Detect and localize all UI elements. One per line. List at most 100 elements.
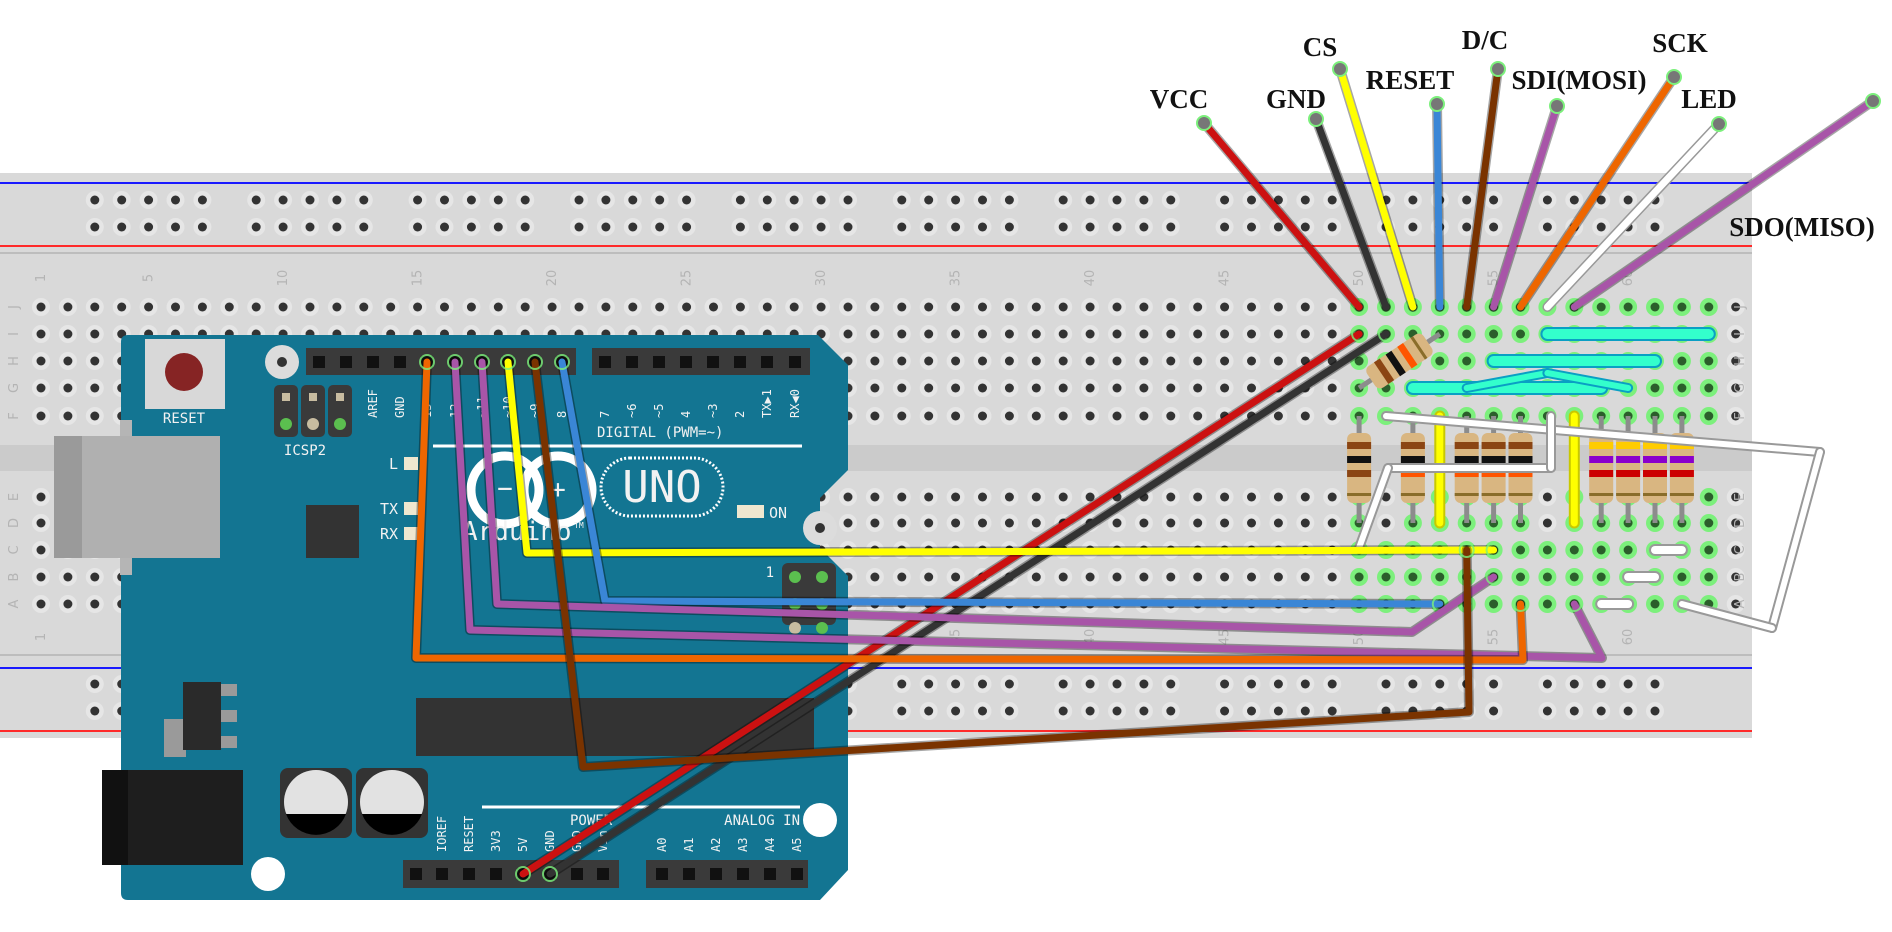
hole <box>1650 706 1660 716</box>
breadboard-hole <box>32 595 50 613</box>
hole <box>1435 679 1445 689</box>
hole <box>1489 222 1499 232</box>
breadboard-hole <box>1081 675 1100 693</box>
hole <box>1193 492 1203 502</box>
digital-pin-label: TX▶1 <box>760 389 774 418</box>
breadboard-hole <box>1484 325 1503 343</box>
hole <box>1327 195 1337 205</box>
column-number: 1 <box>34 274 49 282</box>
hole <box>816 195 826 205</box>
hole <box>1220 572 1230 582</box>
hole <box>1085 383 1095 393</box>
hole <box>1247 572 1256 582</box>
column-number: 5 <box>142 274 157 282</box>
breadboard-hole <box>1134 568 1153 586</box>
breadboard-hole <box>1161 191 1180 209</box>
breadboard-hole <box>85 218 104 236</box>
breadboard-hole <box>946 298 965 316</box>
mounting-hole <box>251 857 285 891</box>
hole <box>197 195 207 205</box>
breadboard-hole <box>1188 352 1207 370</box>
breadboard-hole <box>1215 298 1234 316</box>
breadboard-hole <box>1188 325 1207 343</box>
breadboard-hole <box>1027 298 1046 316</box>
hole <box>924 222 934 232</box>
hole <box>978 518 987 528</box>
breadboard-hole <box>1215 325 1234 343</box>
breadboard-hole <box>1188 407 1207 425</box>
breadboard-hole <box>1108 325 1126 343</box>
breadboard-hole <box>1403 675 1422 693</box>
row-letter: C <box>7 545 22 554</box>
breadboard-hole <box>1242 191 1261 209</box>
breadboard-hole <box>32 352 50 370</box>
breadboard-hole <box>1592 702 1611 720</box>
hole <box>63 356 73 366</box>
hole <box>1731 356 1741 366</box>
breadboard-hole <box>1242 702 1261 720</box>
hole <box>1731 302 1741 312</box>
resistor <box>1347 416 1372 523</box>
hole <box>897 706 907 716</box>
regulator-tab <box>164 719 186 757</box>
breadboard-hole <box>839 218 857 236</box>
breadboard-hole <box>408 191 427 209</box>
breadboard-hole <box>1081 352 1100 370</box>
mounting-hole-center <box>815 523 825 533</box>
wire-core <box>1517 73 1678 311</box>
breadboard-hole <box>1269 488 1288 506</box>
hole <box>1542 195 1552 205</box>
hole <box>978 492 987 502</box>
breadboard-hole <box>1672 352 1691 370</box>
display-lead <box>1196 115 1365 312</box>
hole <box>870 356 880 366</box>
breadboard-hole <box>327 298 346 316</box>
hole <box>1058 222 1068 232</box>
hole <box>951 195 961 205</box>
power-pin <box>463 868 475 880</box>
hole <box>36 545 46 555</box>
hole <box>1004 356 1014 366</box>
display-pin-label: SCK <box>1652 28 1708 58</box>
power-pin-label: IOREF <box>435 816 449 852</box>
breadboard-hole <box>946 325 965 343</box>
white-jumper <box>1354 463 1393 553</box>
hole <box>1085 329 1095 339</box>
hole <box>63 383 73 393</box>
breadboard-hole <box>1215 488 1234 506</box>
hole <box>36 599 46 609</box>
wire-core <box>1463 65 1502 311</box>
regulator-pin <box>221 710 237 722</box>
breadboard-hole <box>1134 702 1153 720</box>
wire-mosi <box>474 354 1502 637</box>
hole <box>924 518 934 528</box>
power-pin-label: 5V <box>516 838 530 852</box>
hole <box>278 195 288 205</box>
hole <box>197 302 207 312</box>
hole <box>843 518 853 528</box>
resistor-band <box>1454 456 1479 463</box>
breadboard-hole <box>785 298 804 316</box>
hole <box>1623 195 1633 205</box>
hole <box>1247 383 1256 393</box>
breadboard-hole <box>516 298 535 316</box>
breadboard-hole <box>1242 325 1261 343</box>
breadboard-hole <box>1726 325 1745 343</box>
breadboard-hole <box>704 298 723 316</box>
resistor-diagonal <box>1357 331 1442 391</box>
hole <box>1058 706 1068 716</box>
hole <box>1327 518 1337 528</box>
breadboard-hole <box>1726 541 1745 559</box>
breadboard-hole <box>435 298 454 316</box>
wire-core <box>558 358 1444 608</box>
column-number: 15 <box>411 270 426 287</box>
hole <box>1542 706 1552 716</box>
breadboard-hole <box>1538 675 1557 693</box>
column-number: 30 <box>814 270 829 287</box>
breadboard-hole <box>1108 379 1126 397</box>
breadboard-hole <box>1457 191 1476 209</box>
hole <box>359 302 369 312</box>
hole <box>117 222 127 232</box>
resistor-band <box>1454 442 1479 449</box>
digital-pin <box>340 356 352 368</box>
